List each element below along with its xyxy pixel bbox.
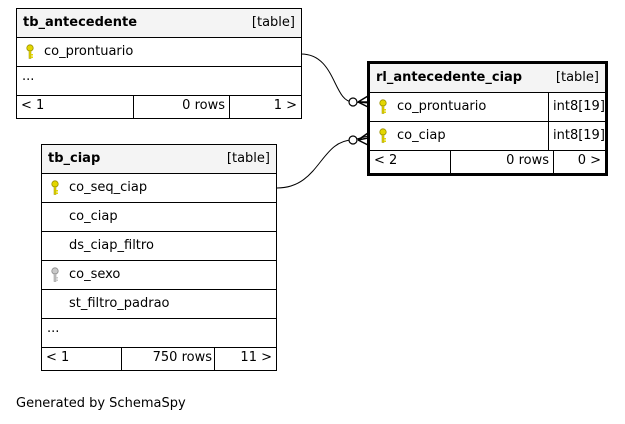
table-header: rl_antecedente_ciap [table] — [370, 64, 605, 93]
column-name: co_prontuario — [44, 44, 134, 59]
column-type: int8[19] — [548, 93, 605, 121]
more-columns-ellipsis: ... — [22, 69, 35, 84]
children-count[interactable]: 11 > — [214, 348, 276, 370]
column-row[interactable]: ds_ciap_filtro — [42, 232, 276, 261]
table-kind: [table] — [555, 70, 599, 85]
table-header: tb_antecedente [table] — [17, 9, 301, 38]
parents-count[interactable]: < 2 — [374, 153, 398, 168]
row-count: 750 rows — [121, 348, 216, 370]
link-antecedente-prontuario — [300, 53, 369, 104]
more-columns-row: ... — [42, 319, 276, 348]
column-name: co_prontuario — [397, 99, 487, 114]
column-row[interactable]: co_prontuario — [17, 38, 301, 67]
column-row[interactable]: co_prontuario int8[19] — [370, 93, 605, 122]
column-row[interactable]: co_seq_ciap — [42, 174, 276, 203]
primary-key-icon — [379, 128, 387, 143]
link-ciap-co-ciap-optional-marker — [348, 135, 358, 145]
column-row[interactable]: co_ciap — [42, 203, 276, 232]
table-rl-antecedente-ciap[interactable]: rl_antecedente_ciap [table] co_prontuari… — [367, 61, 608, 176]
parents-count[interactable]: < 1 — [46, 350, 70, 365]
table-name: tb_ciap — [48, 151, 101, 166]
table-kind: [table] — [226, 151, 270, 166]
column-row[interactable]: co_sexo — [42, 261, 276, 290]
column-name: co_ciap — [397, 128, 446, 143]
column-name: ds_ciap_filtro — [69, 238, 154, 253]
parents-count[interactable]: < 1 — [21, 98, 45, 113]
generated-by-credit: Generated by SchemaSpy — [16, 396, 186, 411]
row-count: 0 rows — [133, 96, 229, 118]
column-type: int8[19] — [548, 122, 605, 150]
column-name: st_filtro_padrao — [69, 296, 170, 311]
table-tb-antecedente[interactable]: tb_antecedente [table] co_prontuario ...… — [16, 8, 302, 119]
foreign-key-icon — [51, 267, 59, 282]
column-row[interactable]: st_filtro_padrao — [42, 290, 276, 319]
more-columns-row: ... — [17, 67, 301, 96]
primary-key-icon — [379, 99, 387, 114]
primary-key-icon — [26, 44, 34, 59]
table-name: tb_antecedente — [23, 15, 138, 30]
more-columns-ellipsis: ... — [47, 321, 60, 336]
children-count[interactable]: 1 > — [229, 96, 301, 118]
link-ciap-co-ciap — [276, 135, 369, 189]
table-footer: < 1 0 rows 1 > — [17, 96, 301, 118]
column-name: co_sexo — [69, 267, 121, 282]
table-header: tb_ciap [table] — [42, 145, 276, 174]
table-kind: [table] — [251, 15, 295, 30]
children-count[interactable]: 0 > — [553, 151, 605, 173]
column-name: co_ciap — [69, 209, 118, 224]
table-name: rl_antecedente_ciap — [376, 70, 523, 85]
column-name: co_seq_ciap — [69, 180, 148, 195]
link-antecedente-prontuario-optional-marker — [348, 97, 358, 107]
table-tb-ciap[interactable]: tb_ciap [table] co_seq_ciap co_ciap ds_c… — [41, 144, 277, 371]
table-footer: < 1 750 rows 11 > — [42, 348, 276, 370]
column-row[interactable]: co_ciap int8[19] — [370, 122, 605, 151]
row-count: 0 rows — [450, 151, 553, 173]
table-footer: < 2 0 rows 0 > — [370, 151, 605, 173]
primary-key-icon — [51, 180, 59, 195]
